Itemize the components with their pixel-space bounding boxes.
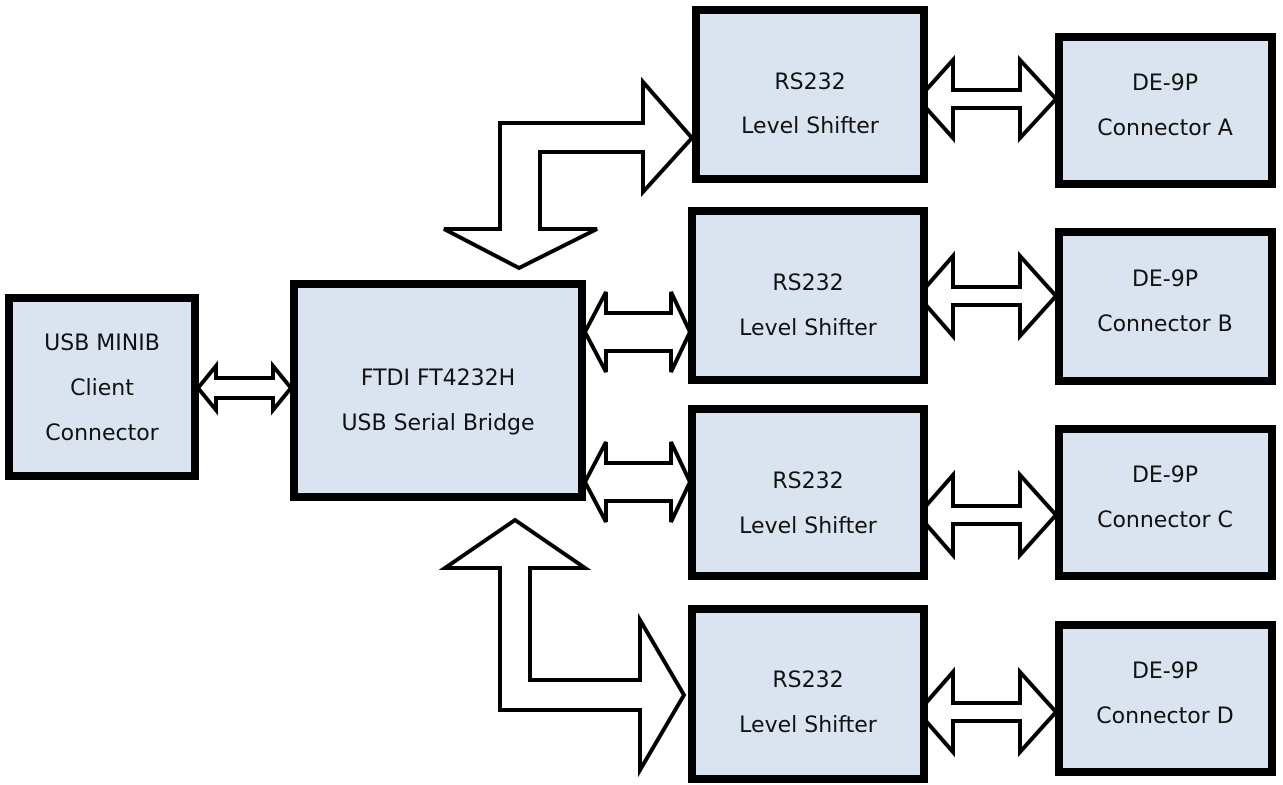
block-shifter-a: RS232 Level Shifter	[692, 6, 928, 183]
block-usb-line-2: Client	[70, 376, 134, 401]
block-ftdi: FTDI FT4232H USB Serial Bridge	[290, 280, 586, 501]
arrow-ftdi-shifter-d	[438, 517, 687, 778]
block-shifter-c: RS232 Level Shifter	[688, 405, 928, 580]
block-shifter-a-line-1: RS232	[774, 70, 845, 95]
arrow-shifter-b-conn-b	[915, 250, 1059, 342]
block-shifter-d-line-1: RS232	[772, 668, 843, 693]
block-shifter-d: RS232 Level Shifter	[688, 605, 928, 783]
block-shifter-b-line-1: RS232	[772, 271, 843, 296]
arrow-ftdi-shifter-a	[443, 76, 695, 271]
block-conn-c: DE-9P Connector C	[1055, 425, 1276, 580]
arrow-ftdi-shifter-b	[582, 291, 693, 373]
block-conn-d: DE-9P Connector D	[1055, 621, 1276, 776]
block-conn-b-line-1: DE-9P	[1132, 267, 1198, 292]
arrow-ftdi-shifter-c	[582, 441, 693, 523]
block-shifter-a-line-2: Level Shifter	[741, 114, 880, 139]
block-shifter-b-line-2: Level Shifter	[739, 316, 878, 341]
block-conn-a: DE-9P Connector A	[1055, 33, 1276, 188]
block-shifter-d-line-2: Level Shifter	[739, 713, 878, 738]
block-conn-c-line-2: Connector C	[1097, 508, 1233, 533]
block-conn-a-line-2: Connector A	[1097, 116, 1233, 141]
block-shifter-c-line-2: Level Shifter	[739, 514, 878, 539]
block-conn-d-line-2: Connector D	[1096, 704, 1233, 729]
block-shifter-b: RS232 Level Shifter	[688, 207, 928, 384]
block-ftdi-line-2: USB Serial Bridge	[341, 411, 534, 436]
arrow-shifter-d-conn-d	[915, 666, 1059, 758]
block-conn-d-line-1: DE-9P	[1132, 659, 1198, 684]
block-usb-line-1: USB MINIB	[44, 331, 160, 356]
block-conn-b: DE-9P Connector B	[1055, 228, 1276, 385]
block-usb: USB MINIB Client Connector	[5, 294, 199, 480]
block-shifter-c-line-1: RS232	[772, 469, 843, 494]
arrow-shifter-a-conn-a	[915, 54, 1059, 144]
block-ftdi-line-1: FTDI FT4232H	[361, 366, 515, 391]
arrows	[195, 54, 1059, 778]
block-conn-a-line-1: DE-9P	[1132, 71, 1198, 96]
block-conn-b-line-2: Connector B	[1097, 312, 1233, 337]
block-usb-line-3: Connector	[45, 421, 159, 446]
arrow-shifter-c-conn-c	[915, 469, 1059, 561]
block-conn-c-line-1: DE-9P	[1132, 463, 1198, 488]
arrow-usb-ftdi	[195, 360, 294, 416]
